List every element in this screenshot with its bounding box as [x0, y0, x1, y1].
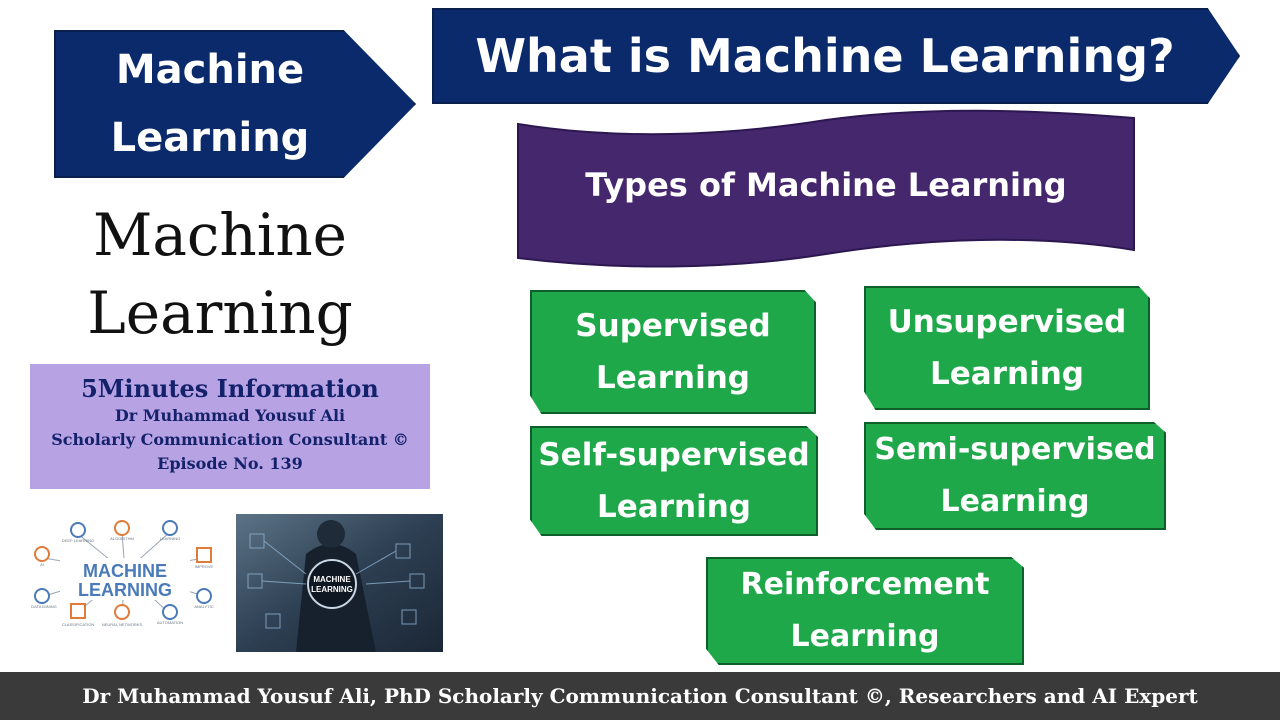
page-title-text: What is Machine Learning?	[475, 29, 1174, 83]
icon-label: AI	[40, 562, 44, 567]
icon-label: CLASSIFICATION	[62, 622, 95, 627]
type-label: Unsupervised	[888, 304, 1127, 340]
diagram-title-line2: LEARNING	[78, 580, 172, 600]
data-mining-icon	[35, 589, 49, 603]
icon-label: IMPROVE	[195, 564, 214, 569]
type-label: Learning	[930, 356, 1084, 392]
ai-icon	[35, 547, 49, 561]
type-label: Learning	[597, 489, 751, 525]
big-title-line2: Learning	[20, 284, 420, 342]
info-box: 5Minutes Information Dr Muhammad Yousuf …	[30, 364, 430, 489]
type-label: Learning	[941, 484, 1090, 519]
machine-learning-badge	[308, 560, 356, 608]
type-label: Learning	[596, 360, 750, 396]
info-author: Dr Muhammad Yousuf Ali	[30, 404, 430, 428]
arrow-label-line1: Machine	[116, 47, 304, 93]
icon-label: NEURAL NETWORKS	[102, 622, 143, 627]
analytic-icon	[197, 589, 211, 603]
classification-icon	[71, 604, 85, 618]
info-role: Scholarly Communication Consultant ©	[30, 428, 430, 452]
icon-label: DATA MINING	[31, 604, 56, 609]
icon-label: LEARNING	[160, 536, 180, 541]
info-series: 5Minutes Information	[30, 374, 430, 404]
icon-label: AUTOMATION	[157, 620, 183, 625]
machine-learning-diagram: MACHINE LEARNING DEEP LEARNING ALGORITHM…	[30, 520, 220, 640]
info-episode: Episode No. 139	[30, 452, 430, 476]
deep-learning-icon	[71, 523, 85, 537]
neural-network-icon	[115, 605, 129, 619]
automation-icon	[163, 605, 177, 619]
type-label: Supervised	[575, 308, 770, 344]
icon-label: ALGORITHM	[110, 536, 134, 541]
type-label: Reinforcement	[741, 567, 990, 602]
icon-label: ANALYTIC	[194, 604, 213, 609]
badge-line2: LEARNING	[311, 585, 353, 594]
machine-learning-photo: MACHINE LEARNING	[236, 514, 443, 652]
machine-learning-arrow: Machine Learning	[54, 30, 416, 178]
diagram-title-line1: MACHINE	[83, 561, 167, 581]
footer-text: Dr Muhammad Yousuf Ali, PhD Scholarly Co…	[82, 684, 1197, 708]
type-label: Semi-supervised	[874, 432, 1155, 467]
icon-label: DEEP LEARNING	[62, 538, 94, 543]
types-banner-text: Types of Machine Learning	[516, 166, 1136, 204]
big-title-line1: Machine	[20, 206, 420, 264]
arrow-label-line2: Learning	[111, 115, 310, 161]
badge-line1: MACHINE	[313, 575, 351, 584]
improve-icon	[197, 548, 211, 562]
type-label: Learning	[791, 619, 940, 654]
learning-icon	[163, 521, 177, 535]
page-title: What is Machine Learning?	[432, 8, 1240, 104]
algorithm-icon	[115, 521, 129, 535]
footer-bar: Dr Muhammad Yousuf Ali, PhD Scholarly Co…	[0, 672, 1280, 720]
type-label: Self-supervised	[538, 437, 809, 473]
